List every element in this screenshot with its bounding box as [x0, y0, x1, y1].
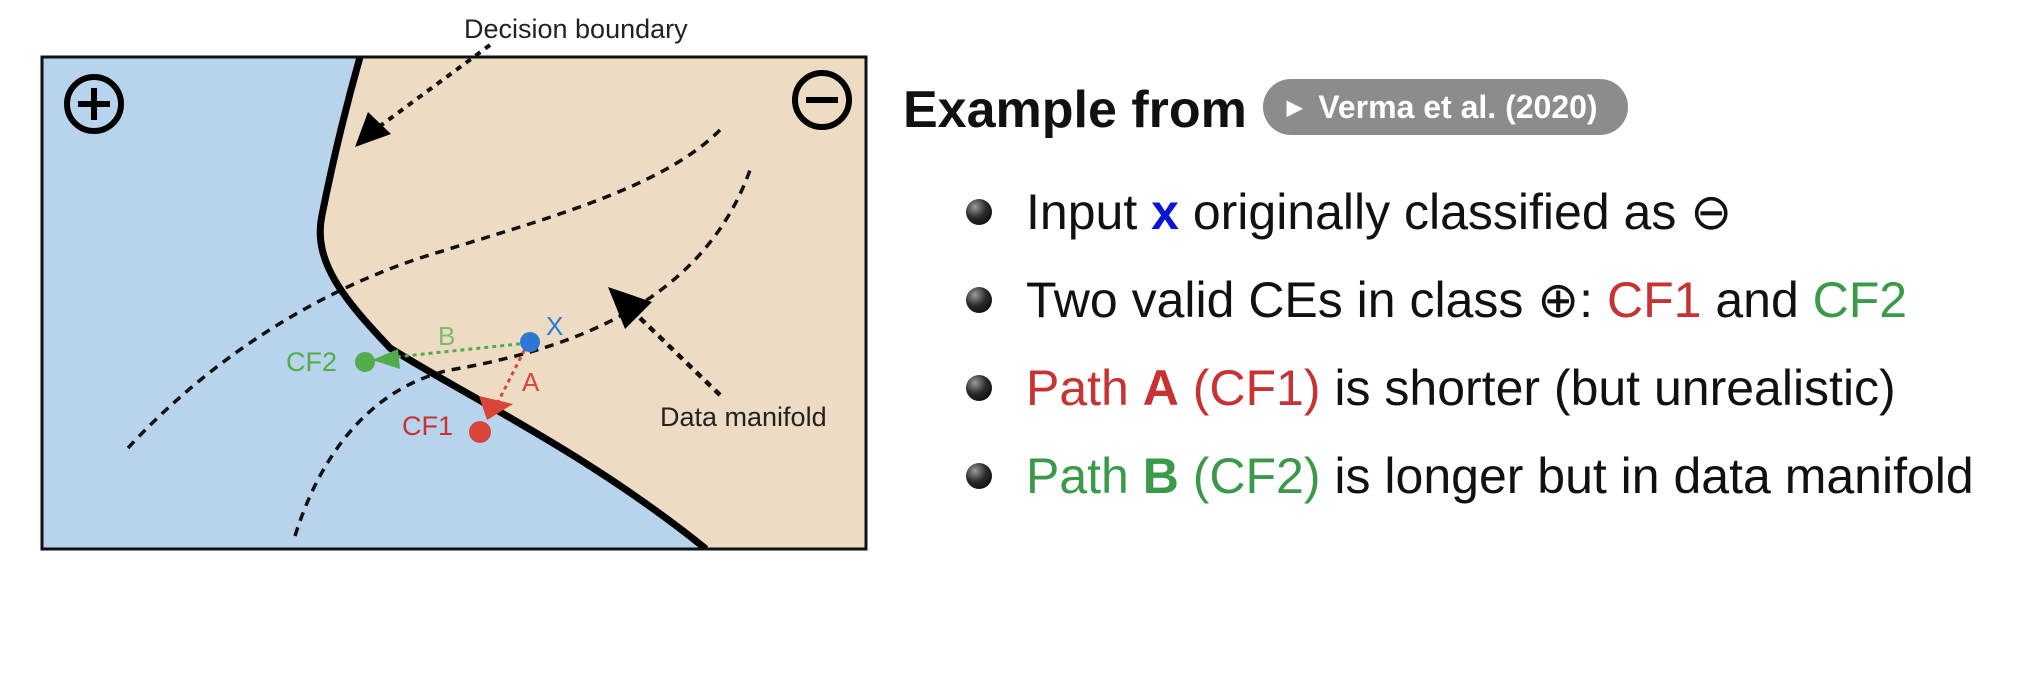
citation-label: Verma et al. (2020): [1318, 88, 1598, 125]
data-manifold-label: Data manifold: [660, 402, 827, 432]
list-item: Path A (CF1) is shorter (but unrealistic…: [958, 344, 1974, 432]
plot-frame: [40, 55, 868, 551]
bullet-icon: [966, 199, 992, 225]
cf1-term: CF1: [1606, 272, 1702, 328]
counterfactual-diagram: Decision boundary Data manifold B CF2 A …: [40, 14, 868, 551]
path-b-term: Path: [1026, 448, 1143, 504]
cf2-label: CF2: [286, 347, 337, 377]
bullet-icon: [966, 463, 992, 489]
decision-boundary-line: [316, 57, 709, 549]
minus-class-icon: [792, 70, 852, 130]
list-item: Input x originally classified as ⊖: [958, 168, 1974, 256]
path-a-cf: (CF1): [1178, 360, 1321, 416]
path-a-term: Path: [1026, 360, 1143, 416]
cf1-point: [469, 421, 491, 443]
data-manifold-arrowhead: [608, 287, 652, 329]
decision-boundary-arrowhead: [355, 112, 391, 147]
cf2-term: CF2: [1812, 272, 1908, 328]
path-a-label: A: [522, 367, 540, 397]
bullet-icon: [966, 287, 992, 313]
bullet-text: is longer but in data manifold: [1320, 448, 1974, 504]
input-x-point: [520, 332, 540, 352]
path-a-letter: A: [1142, 360, 1179, 416]
list-item: Two valid CEs in class ⊕: CF1 and CF2: [958, 256, 1974, 344]
path-b-label: B: [438, 321, 455, 351]
heading-text: Example from: [903, 81, 1247, 139]
path-b-cf: (CF2): [1178, 448, 1321, 504]
decision-boundary-arrow-line: [370, 43, 492, 134]
input-variable: x: [1151, 184, 1179, 240]
manifold-curve-upper: [126, 128, 722, 450]
positive-region: [42, 57, 706, 549]
triangle-right-icon: ▶: [1286, 96, 1303, 119]
cf1-label: CF1: [402, 411, 453, 441]
bullet-text: Two valid CEs in class ⊕:: [1026, 272, 1607, 328]
bullet-text: originally classified as ⊖: [1178, 184, 1733, 240]
decision-boundary-label: Decision boundary: [464, 14, 688, 44]
path-b-letter: B: [1142, 448, 1179, 504]
manifold-curve-lower: [293, 169, 752, 537]
bullet-text: is shorter (but unrealistic): [1320, 360, 1896, 416]
bullet-text: Input: [1026, 184, 1152, 240]
citation-button[interactable]: ▶ Verma et al. (2020): [1262, 79, 1628, 135]
plus-class-icon: [64, 74, 124, 134]
example-heading: Example from ▶ Verma et al. (2020): [903, 79, 1628, 140]
cf2-point: [355, 352, 375, 372]
data-manifold-arrow-line: [638, 316, 722, 397]
list-item: Path B (CF2) is longer but in data manif…: [958, 432, 1974, 520]
input-x-label: X: [546, 311, 563, 341]
explanation-list: Input x originally classified as ⊖ Two v…: [958, 168, 1974, 520]
bullet-text: and: [1701, 272, 1813, 328]
path-a-arrowhead: [479, 396, 513, 420]
bullet-icon: [966, 375, 992, 401]
path-b-arrowhead: [372, 349, 400, 369]
